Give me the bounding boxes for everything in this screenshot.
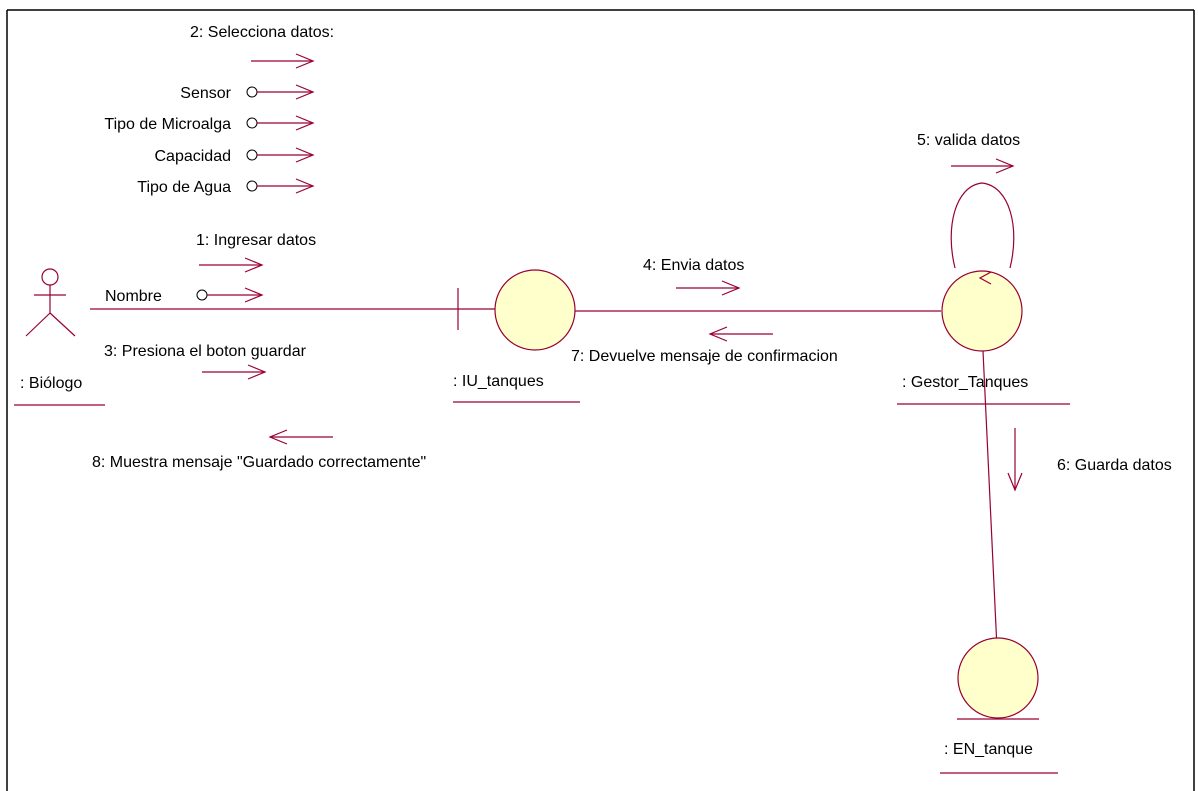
message-6-label: 6: Guarda datos <box>1057 457 1172 474</box>
message-2-label: 2: Selecciona datos: <box>190 24 334 41</box>
message-1-arrow <box>199 257 264 273</box>
boundary-icon <box>457 269 576 351</box>
link-control-entity <box>982 350 999 671</box>
actor-label: : Biólogo <box>20 375 82 392</box>
object-iu-tanques[interactable]: : IU_tanques <box>453 269 580 403</box>
message-6-arrow <box>1007 428 1023 492</box>
control-label: : Gestor_Tanques <box>902 374 1028 391</box>
message-5-label: 5: valida datos <box>917 132 1020 149</box>
param-capacidad-label: Capacidad <box>155 148 232 165</box>
actor-biologo[interactable]: : Biólogo <box>14 268 105 406</box>
message-2-arrow <box>251 53 315 69</box>
param-agua-arrow <box>246 178 315 194</box>
entity-icon <box>957 637 1039 720</box>
param-nombre-arrow <box>196 287 264 303</box>
diagram-frame <box>6 9 1195 791</box>
object-en-tanque[interactable]: : EN_tanque <box>940 637 1058 774</box>
object-gestor-tanques[interactable]: : Gestor_Tanques <box>897 182 1070 405</box>
message-5-arrow <box>951 158 1015 174</box>
message-4-label: 4: Envia datos <box>643 257 744 274</box>
message-7-label: 7: Devuelve mensaje de confirmacion <box>571 348 838 365</box>
stick-figure-actor-icon <box>25 268 76 337</box>
message-7-arrow <box>708 326 773 342</box>
message-4-arrow <box>676 280 741 296</box>
param-capacidad-arrow <box>246 147 315 163</box>
param-nombre-label: Nombre <box>105 288 162 305</box>
message-1-label: 1: Ingresar datos <box>196 232 316 249</box>
message-3-arrow <box>202 364 267 380</box>
message-8-label: 8: Muestra mensaje "Guardado correctamen… <box>92 454 426 471</box>
control-icon <box>941 270 1023 352</box>
self-link-loop <box>950 182 1015 269</box>
message-3-label: 3: Presiona el boton guardar <box>104 343 307 360</box>
param-sensor-arrow <box>246 84 315 100</box>
boundary-label: : IU_tanques <box>453 373 544 390</box>
message-8-arrow <box>268 429 333 445</box>
entity-label: : EN_tanque <box>944 741 1033 758</box>
param-agua-label: Tipo de Agua <box>137 179 231 196</box>
param-microalga-arrow <box>246 115 315 131</box>
param-sensor-label: Sensor <box>180 85 231 102</box>
param-microalga-label: Tipo de Microalga <box>104 116 231 133</box>
